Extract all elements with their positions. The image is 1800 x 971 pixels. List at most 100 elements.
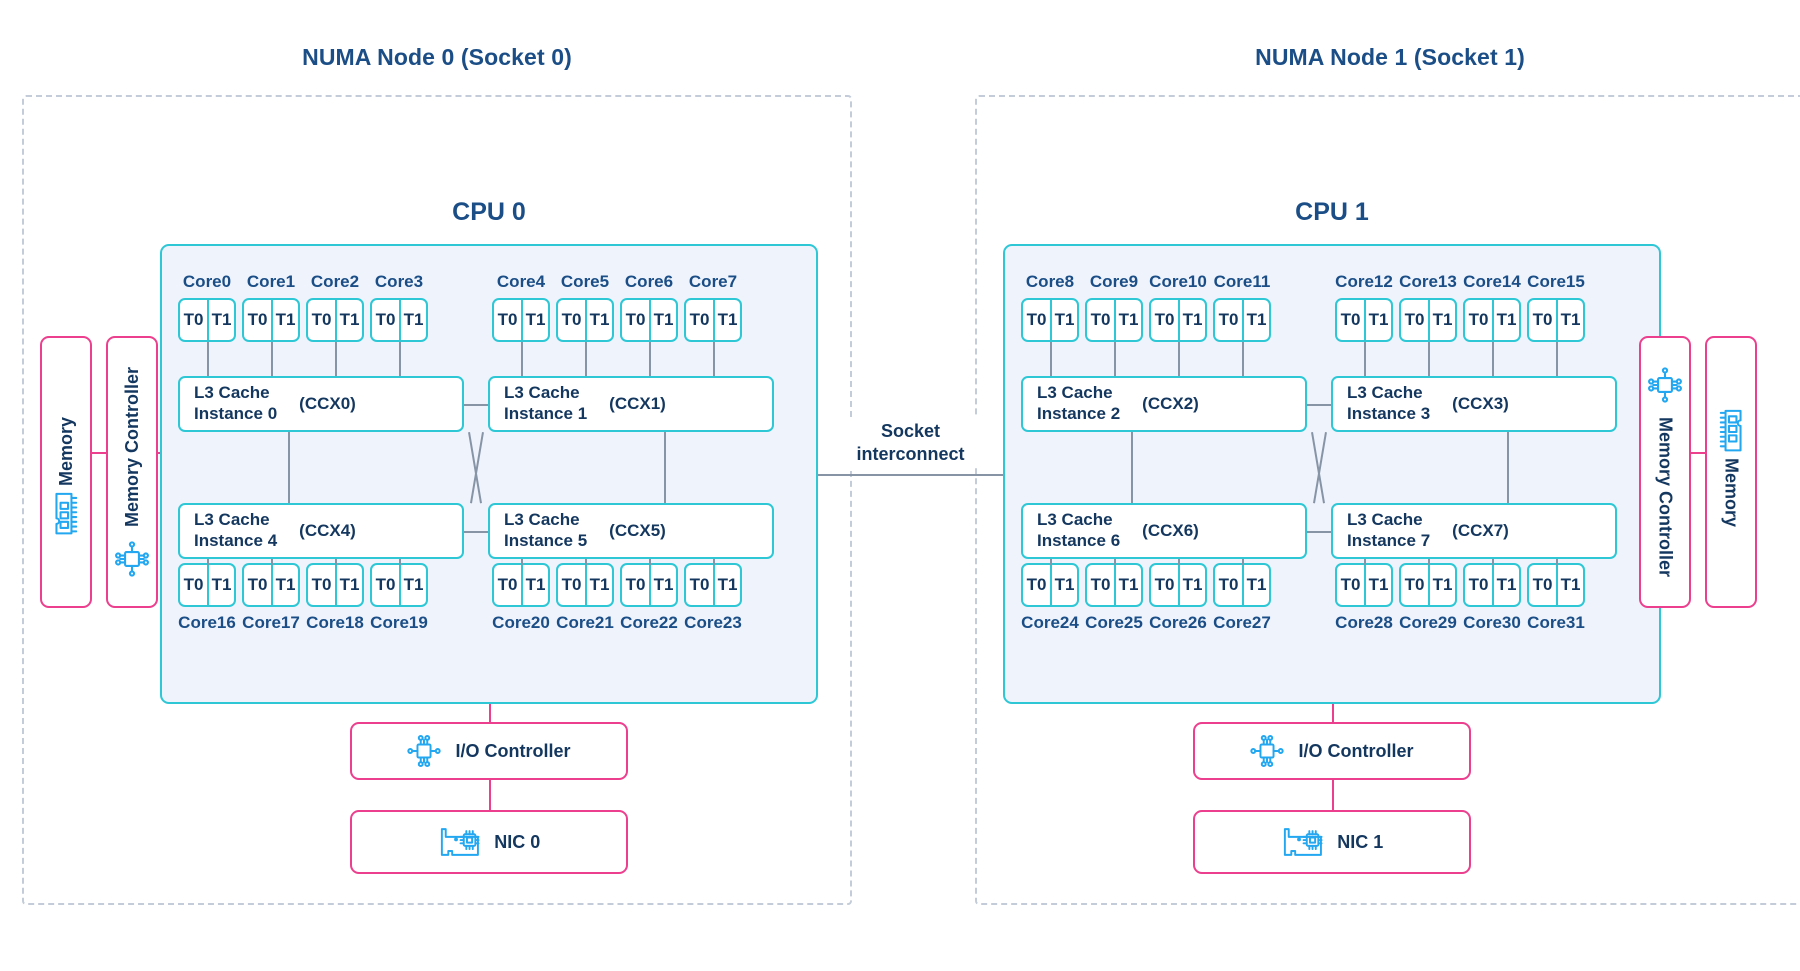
thread-t1: T1 <box>1364 300 1391 340</box>
l3-cache-ccx7[interactable]: L3 Cache Instance 7(CCX7) <box>1331 503 1617 559</box>
socket-interconnect-label: Socket interconnect <box>822 418 999 469</box>
thread-t1: T1 <box>585 300 612 340</box>
l3-cache-ccx2[interactable]: L3 Cache Instance 2(CCX2) <box>1021 376 1307 432</box>
nic-box-0[interactable]: NIC 0 <box>350 810 628 874</box>
core-label-core29: Core29 <box>1399 613 1457 632</box>
l3-cache-ccx: (CCX7) <box>1452 521 1509 540</box>
thread-t1: T1 <box>271 300 298 340</box>
thread-t1: T1 <box>1428 300 1455 340</box>
thread-t0: T0 <box>561 575 582 594</box>
thread-t1: T1 <box>207 565 234 605</box>
core-label-core22: Core22 <box>620 613 678 632</box>
connector-io-to-nic <box>489 780 491 810</box>
connector-core-to-l3 <box>1050 342 1052 376</box>
thread-t0: T0 <box>1218 575 1239 594</box>
connector-io-to-nic <box>1332 780 1334 810</box>
io-controller-box-1[interactable]: I/O Controller <box>1193 722 1471 780</box>
thread-t0: T0 <box>1340 310 1361 329</box>
core-label-core23: Core23 <box>684 613 742 632</box>
thread-t0: T0 <box>625 310 646 329</box>
memory-box-0[interactable]: Memory <box>40 336 92 608</box>
thread-t1: T1 <box>271 565 298 605</box>
l3-cache-ccx0[interactable]: L3 Cache Instance 0(CCX0) <box>178 376 464 432</box>
core-label-core19: Core19 <box>370 613 428 632</box>
core-label-core1: Core1 <box>246 272 296 291</box>
numa-node-container-0 <box>22 95 852 905</box>
thread-t0: T0 <box>183 310 204 329</box>
connector-core-to-l3 <box>335 342 337 376</box>
l3-cache-name: L3 Cache Instance 4 <box>194 510 278 550</box>
core-label-core6: Core6 <box>624 272 674 291</box>
memory-controller-box-1[interactable]: Memory Controller <box>1639 336 1691 608</box>
connector-core-to-l3 <box>207 342 209 376</box>
nic-box-1[interactable]: NIC 1 <box>1193 810 1471 874</box>
connector-socket-interconnect <box>818 474 1003 476</box>
core-label-core30: Core30 <box>1463 613 1521 632</box>
thread-t1: T1 <box>399 565 426 605</box>
l3-cache-ccx3[interactable]: L3 Cache Instance 3(CCX3) <box>1331 376 1617 432</box>
l3-cache-ccx4[interactable]: L3 Cache Instance 4(CCX4) <box>178 503 464 559</box>
thread-t0: T0 <box>1404 310 1425 329</box>
thread-t0: T0 <box>1404 575 1425 594</box>
thread-t1: T1 <box>1050 565 1077 605</box>
io-controller-box-0[interactable]: I/O Controller <box>350 722 628 780</box>
thread-t0: T0 <box>247 310 268 329</box>
connector-cpu-to-io <box>489 704 491 722</box>
thread-t1: T1 <box>585 565 612 605</box>
core-label-core31: Core31 <box>1527 613 1585 632</box>
l3-cache-ccx5[interactable]: L3 Cache Instance 5(CCX5) <box>488 503 774 559</box>
core-label-core26: Core26 <box>1149 613 1207 632</box>
network-card-icon <box>1281 825 1324 859</box>
core-label-core8: Core8 <box>1025 272 1075 291</box>
l3-cache-ccx6[interactable]: L3 Cache Instance 6(CCX6) <box>1021 503 1307 559</box>
memory-box-1[interactable]: Memory <box>1705 336 1757 608</box>
memory-controller-box-0[interactable]: Memory Controller <box>106 336 158 608</box>
thread-t0: T0 <box>247 575 268 594</box>
connector-core-to-l3 <box>1178 342 1180 376</box>
core-label-core16: Core16 <box>178 613 236 632</box>
l3-cache-ccx1[interactable]: L3 Cache Instance 1(CCX1) <box>488 376 774 432</box>
nic-label: NIC 0 <box>494 831 541 852</box>
thread-t0: T0 <box>1026 310 1047 329</box>
thread-t1: T1 <box>399 300 426 340</box>
cpu-title-1: CPU 1 <box>1295 198 1369 226</box>
nic-content: NIC 0 <box>438 825 541 859</box>
core-label-core10: Core10 <box>1149 272 1207 291</box>
core-label-core24: Core24 <box>1021 613 1079 632</box>
l3-cache-ccx: (CCX3) <box>1452 394 1509 413</box>
connector-l3-right-vertical <box>1507 432 1509 503</box>
